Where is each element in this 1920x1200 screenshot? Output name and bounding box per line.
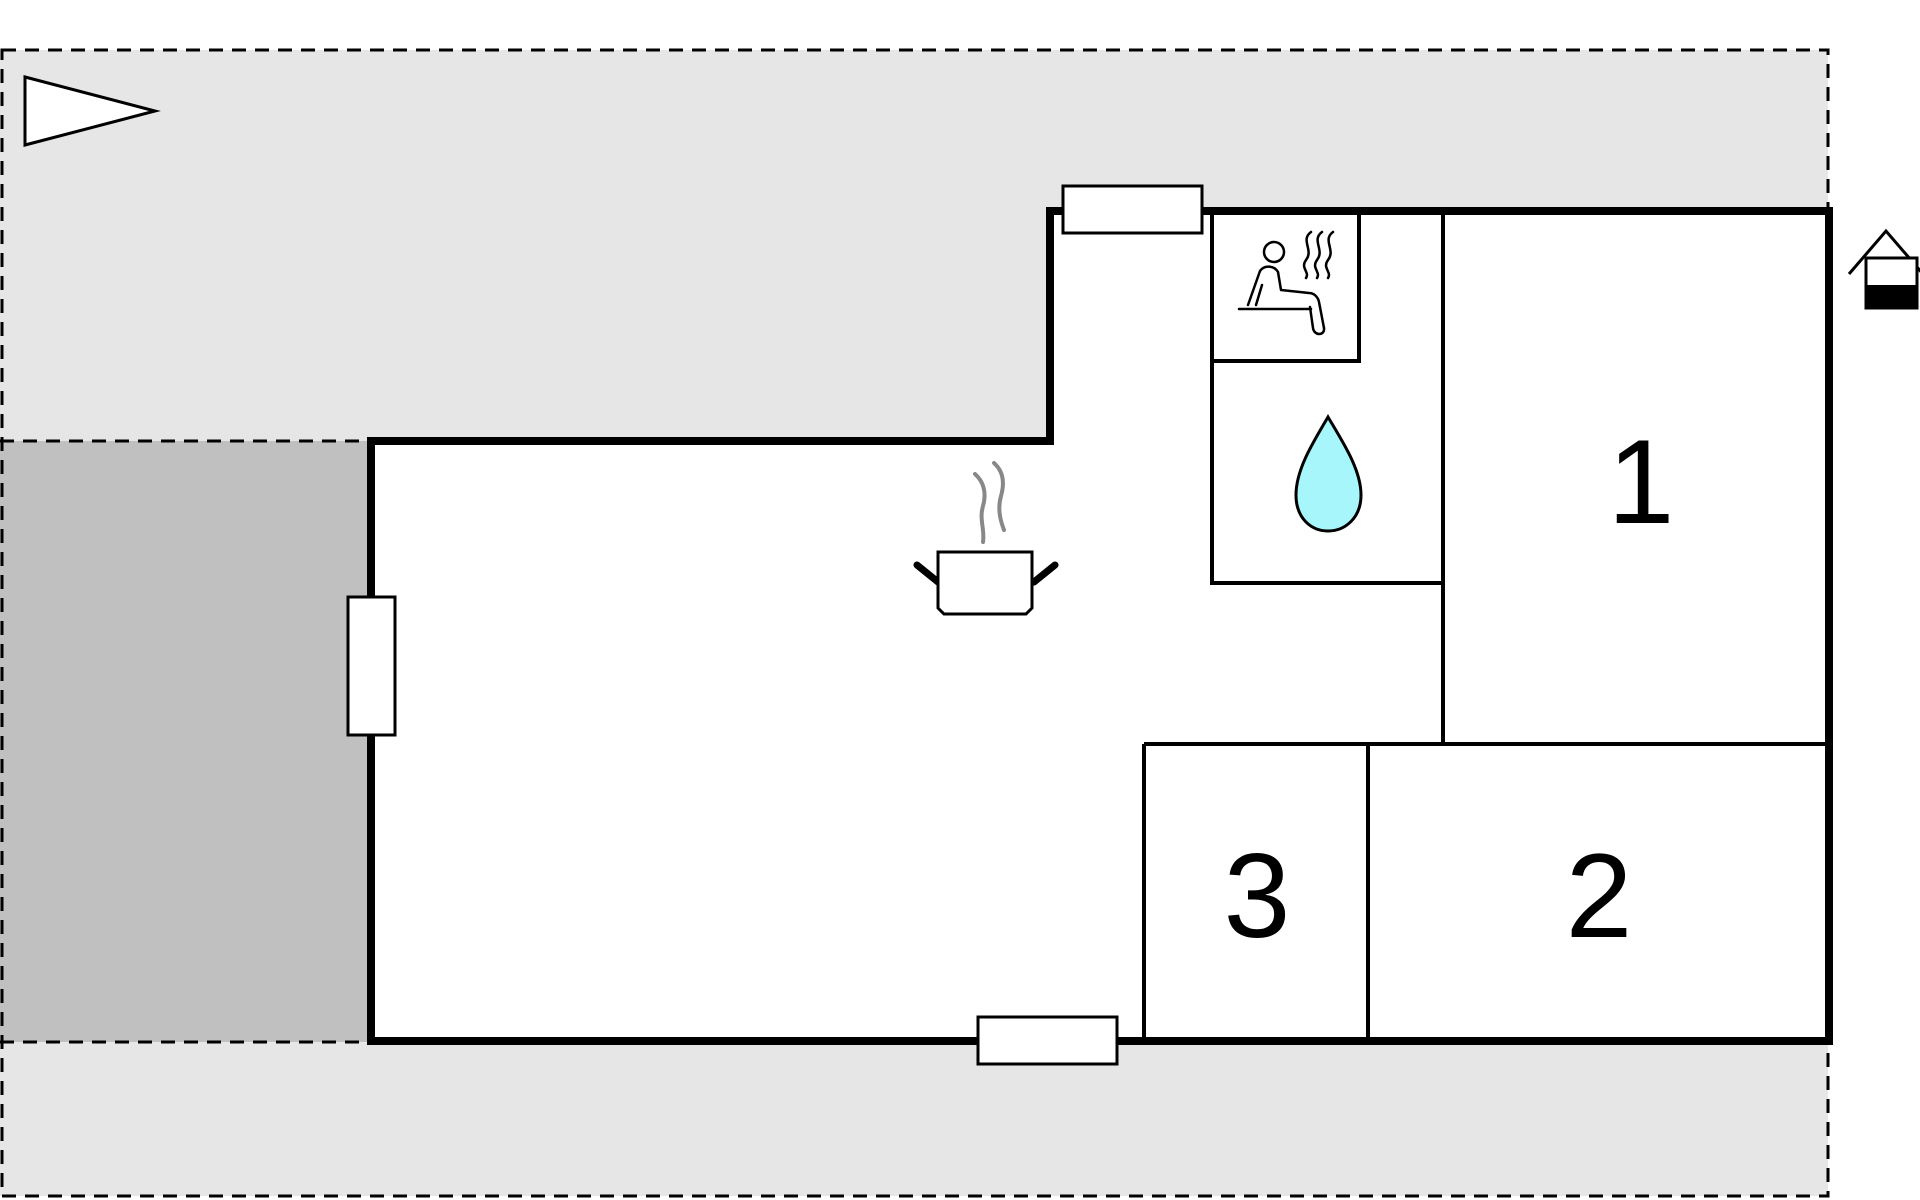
house-icon <box>1847 228 1920 310</box>
house-footprint <box>367 207 1833 1045</box>
window-south <box>976 1015 1119 1066</box>
room-label-3: 3 <box>1224 829 1291 963</box>
terrace <box>0 441 371 1042</box>
sauna-room-wall <box>1210 210 1361 363</box>
room-label-2: 2 <box>1566 829 1633 963</box>
window-west <box>346 595 397 737</box>
interior-walls <box>1142 210 1827 1040</box>
room-label-1: 1 <box>1608 415 1675 549</box>
north-arrow-icon <box>23 75 161 147</box>
sauna-icon <box>1237 230 1335 336</box>
window-north <box>1061 184 1204 235</box>
cooking-pot-icon <box>913 461 1059 616</box>
bathroom-wall <box>1210 361 1443 585</box>
water-drop-icon <box>1294 414 1363 533</box>
